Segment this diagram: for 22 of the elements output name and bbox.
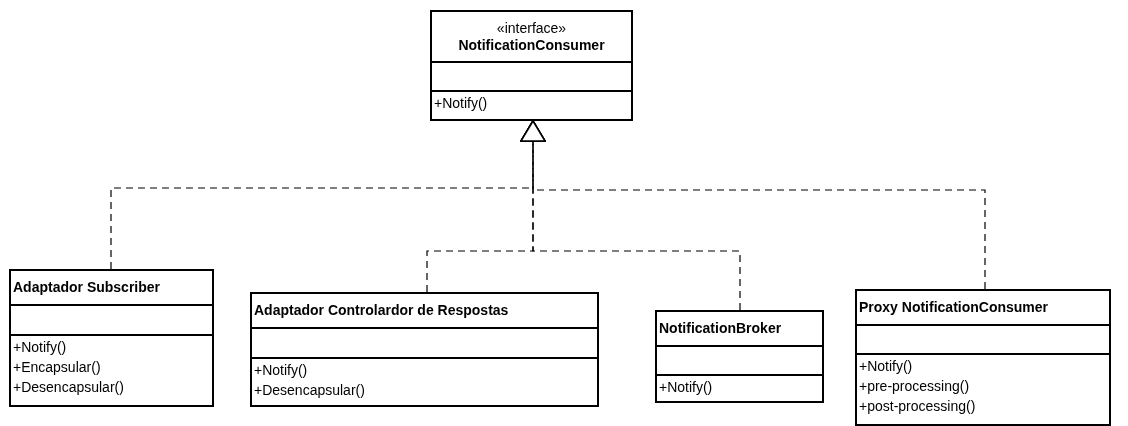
- method-label: +Notify(): [434, 94, 488, 113]
- method-label: +Desencapsular(): [13, 378, 124, 397]
- class-box: [250, 292, 599, 407]
- method-label: +post-processing(): [859, 397, 976, 416]
- class-box: [430, 10, 633, 121]
- class-name: Adaptador Controlardor de Respostas: [254, 302, 510, 319]
- realization-arrow: [520, 120, 986, 290]
- method-label: +Notify(): [254, 361, 308, 380]
- method-label: +Notify(): [659, 378, 713, 397]
- class-box: [9, 269, 214, 407]
- stereotype-label: «interface»: [495, 19, 568, 37]
- class-name: Proxy NotificationConsumer: [859, 299, 1050, 316]
- class-name: Adaptador Subscriber: [13, 279, 162, 296]
- method-label: +Notify(): [859, 357, 913, 376]
- class-name: NotificationBroker: [659, 320, 783, 337]
- class-box: [655, 310, 824, 403]
- class-name: NotificationConsumer: [457, 36, 606, 54]
- method-label: +Desencapsular(): [254, 381, 365, 400]
- method-label: +Notify(): [13, 338, 67, 357]
- class-box: [855, 289, 1111, 426]
- method-label: +Encapsular(): [13, 358, 101, 377]
- method-label: +pre-processing(): [859, 377, 970, 396]
